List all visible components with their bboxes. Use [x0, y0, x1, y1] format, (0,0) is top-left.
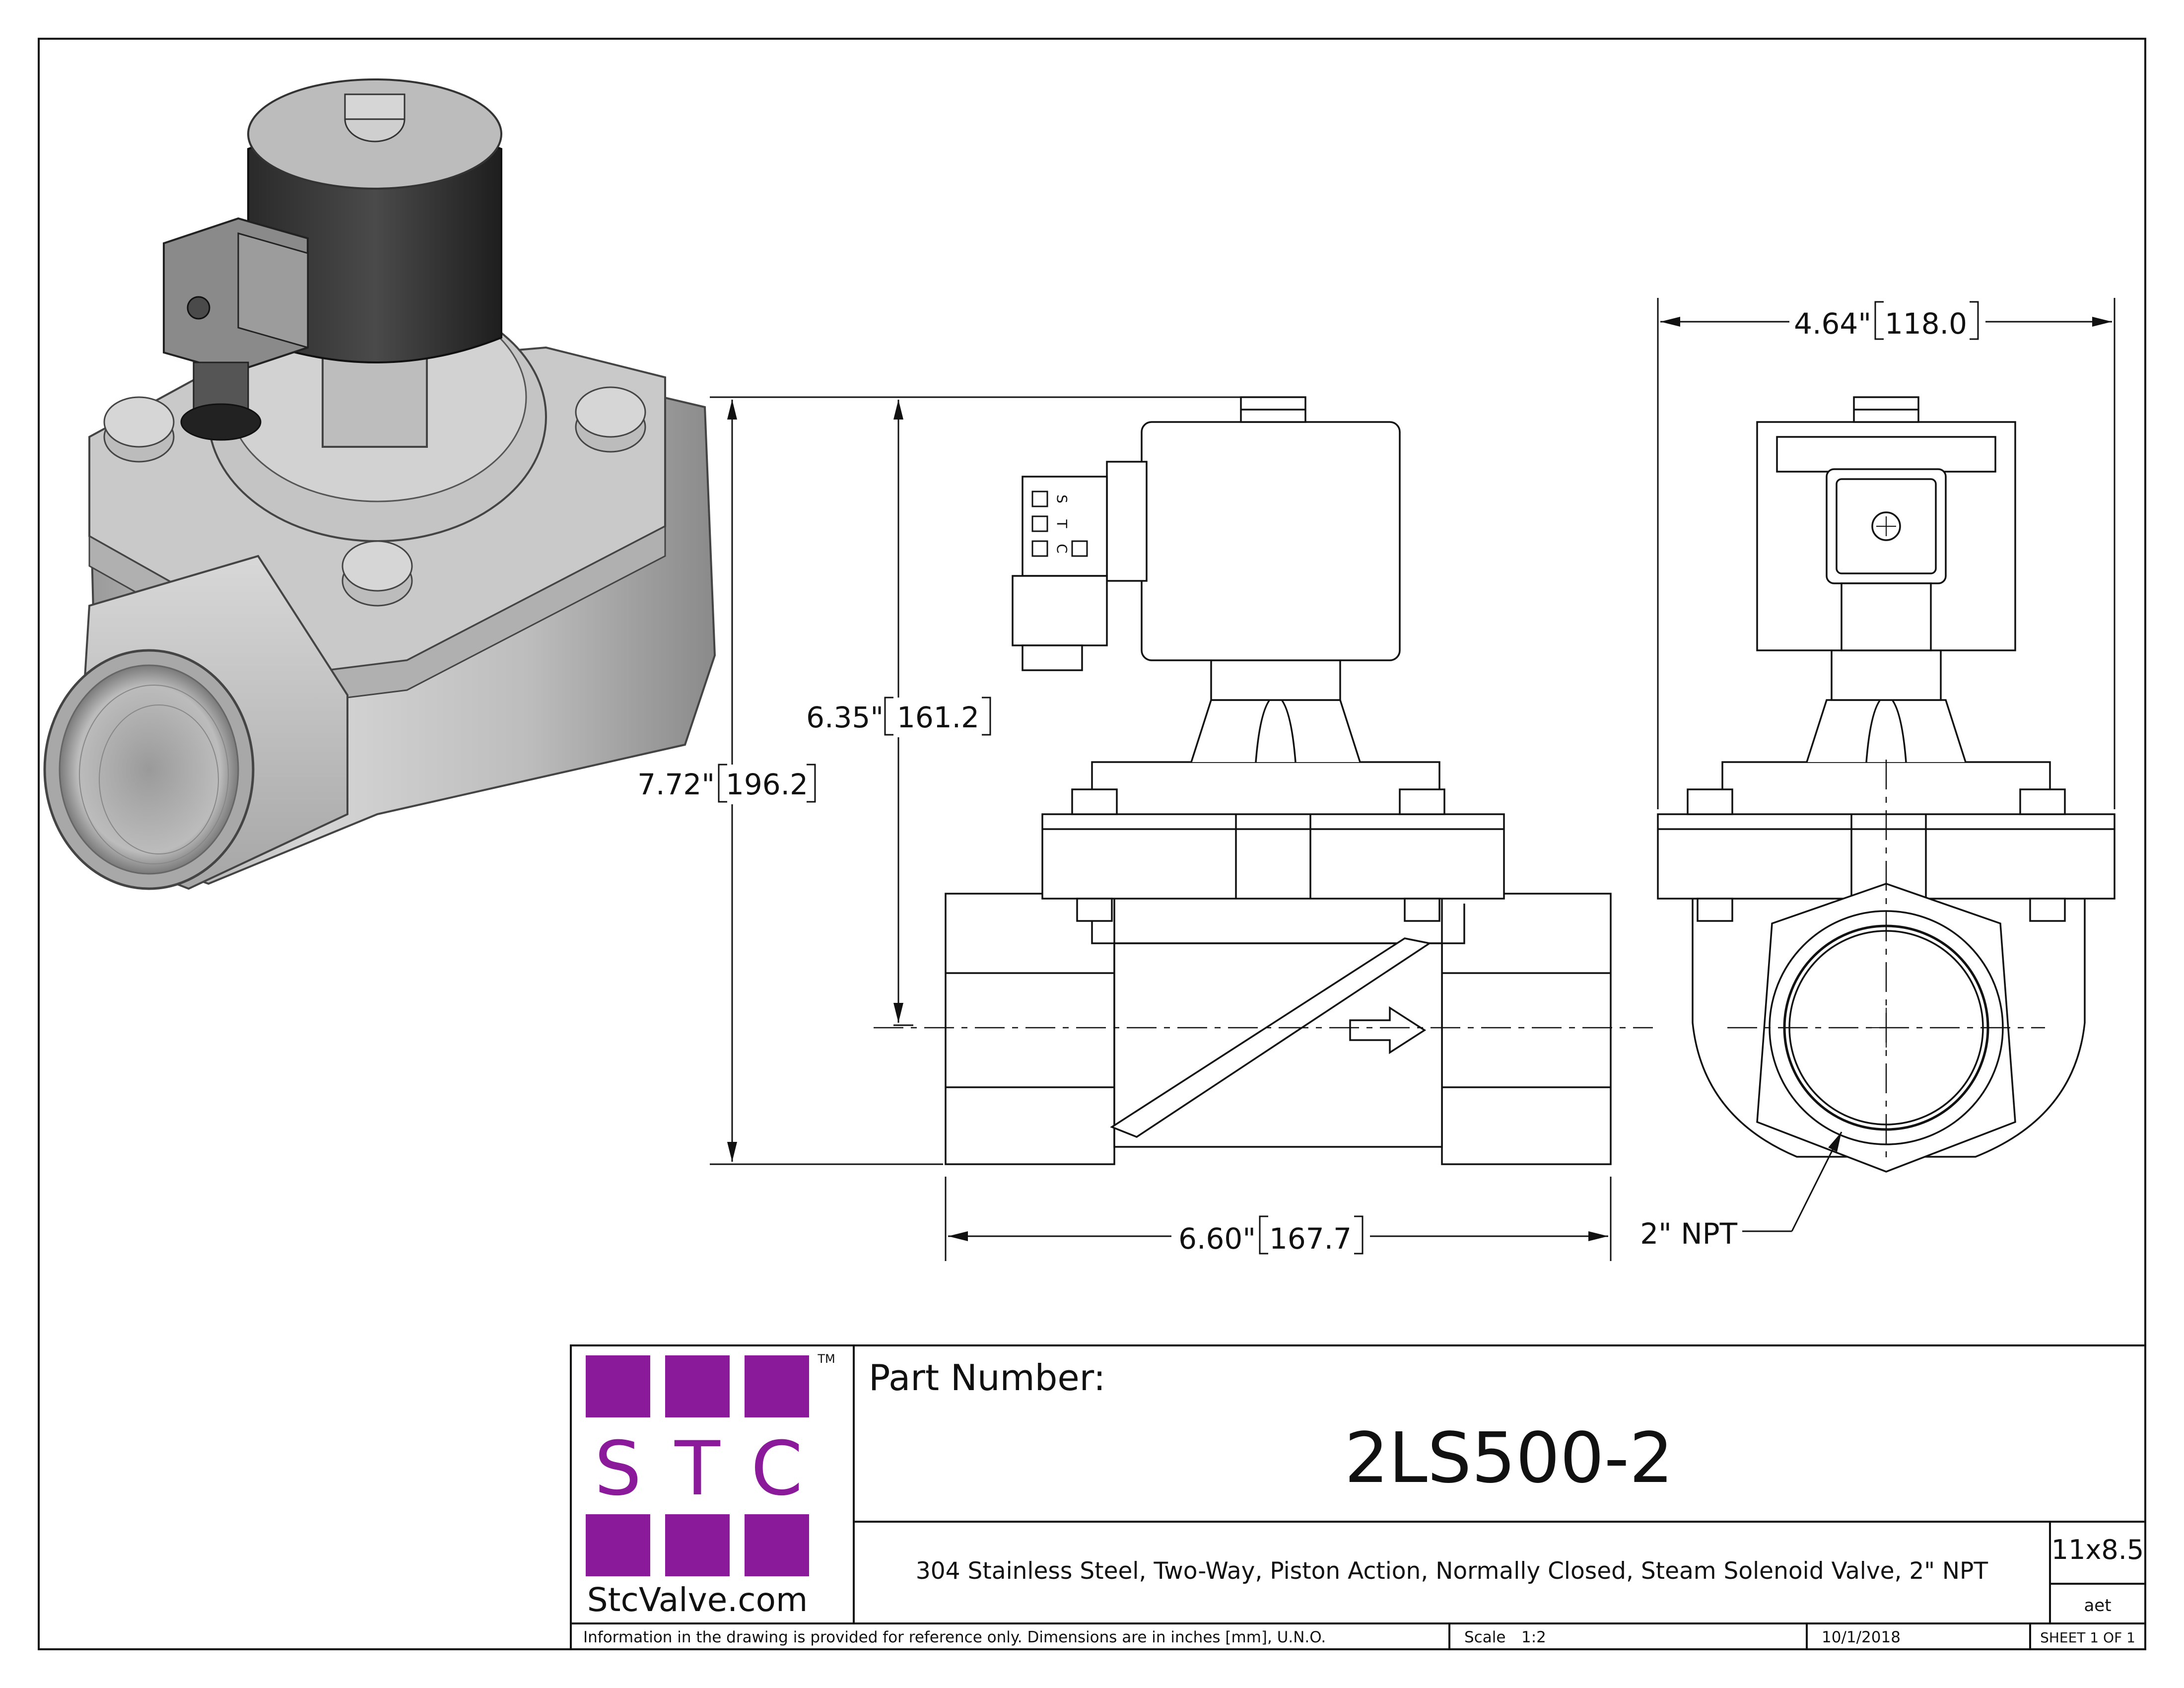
- overall-height-mm: 196.2: [726, 768, 808, 801]
- port-callout: 2" NPT: [1640, 1217, 1737, 1251]
- logo-square: [665, 1355, 730, 1417]
- dimension-width: [1657, 298, 2116, 809]
- overall-height-in: 7.72": [637, 768, 715, 801]
- stc-logo: [586, 1355, 809, 1576]
- part-description: 304 Stainless Steel, Two-Way, Piston Act…: [916, 1557, 1988, 1585]
- title-block: [570, 1344, 2146, 1650]
- logo-square: [665, 1514, 730, 1576]
- logo-website: StcValve.com: [587, 1581, 808, 1619]
- width-in: 4.64": [1794, 307, 1871, 341]
- scale-value: 1:2: [1521, 1628, 1546, 1646]
- logo-letter-s: S: [594, 1426, 641, 1512]
- centerline-height-in: 6.35": [806, 701, 884, 734]
- drawing-date: 10/1/2018: [1822, 1628, 1901, 1646]
- logo-square: [586, 1355, 650, 1417]
- length-mm: 167.7: [1269, 1222, 1352, 1256]
- front-flow-arrow: [1349, 1006, 1427, 1055]
- front-internal-channel: [1110, 937, 1432, 1138]
- iso-din-connector: [163, 217, 309, 441]
- logo-trademark: TM: [817, 1352, 835, 1366]
- dimension-length: [945, 1177, 1612, 1261]
- connector-letter-t: T: [1054, 519, 1070, 528]
- sheet-size: 11x8.5: [2051, 1534, 2144, 1565]
- logo-letter-c: C: [751, 1426, 803, 1512]
- connector-letter-c: C: [1054, 544, 1070, 554]
- front-outlet-port: [1441, 893, 1612, 1165]
- iso-inlet-port: [43, 555, 348, 890]
- scale-label: Scale: [1464, 1628, 1505, 1646]
- centerline-height-bracket: [884, 697, 991, 736]
- logo-letter-t: T: [674, 1426, 721, 1512]
- dimension-overall-height: [710, 396, 1241, 1165]
- connector-letter-s: S: [1054, 494, 1070, 503]
- logo-square: [745, 1355, 809, 1417]
- front-connector-marks: S T C: [1031, 491, 1088, 557]
- front-coil: [1141, 421, 1401, 661]
- length-in: 6.60": [1178, 1222, 1256, 1256]
- drawn-by: aet: [2084, 1596, 2111, 1616]
- port-callout-leader: [1742, 1131, 1843, 1232]
- dimension-centerline-height: [893, 396, 913, 1026]
- length-bracket: [1259, 1215, 1364, 1255]
- front-view: [945, 396, 1612, 1165]
- sheet-number: SHEET 1 OF 1: [2040, 1629, 2135, 1646]
- front-din-connector: [1022, 476, 1108, 577]
- side-yoke: [1806, 699, 1967, 763]
- width-bracket: [1874, 301, 1979, 340]
- disclaimer: Information in the drawing is provided f…: [583, 1628, 1326, 1646]
- overall-height-bracket: [718, 764, 816, 803]
- centerline-height-mm: 161.2: [897, 701, 979, 734]
- isometric-view: [43, 78, 716, 890]
- logo-square: [745, 1514, 809, 1576]
- logo-square: [586, 1514, 650, 1576]
- front-yoke: [1190, 699, 1361, 763]
- iso-bolts: [103, 386, 646, 607]
- front-inlet-port: [945, 893, 1115, 1165]
- front-flange: [1041, 813, 1505, 900]
- part-number: 2LS500-2: [1345, 1418, 1674, 1499]
- width-mm: 118.0: [1885, 307, 1967, 341]
- part-number-label: Part Number:: [869, 1357, 1105, 1399]
